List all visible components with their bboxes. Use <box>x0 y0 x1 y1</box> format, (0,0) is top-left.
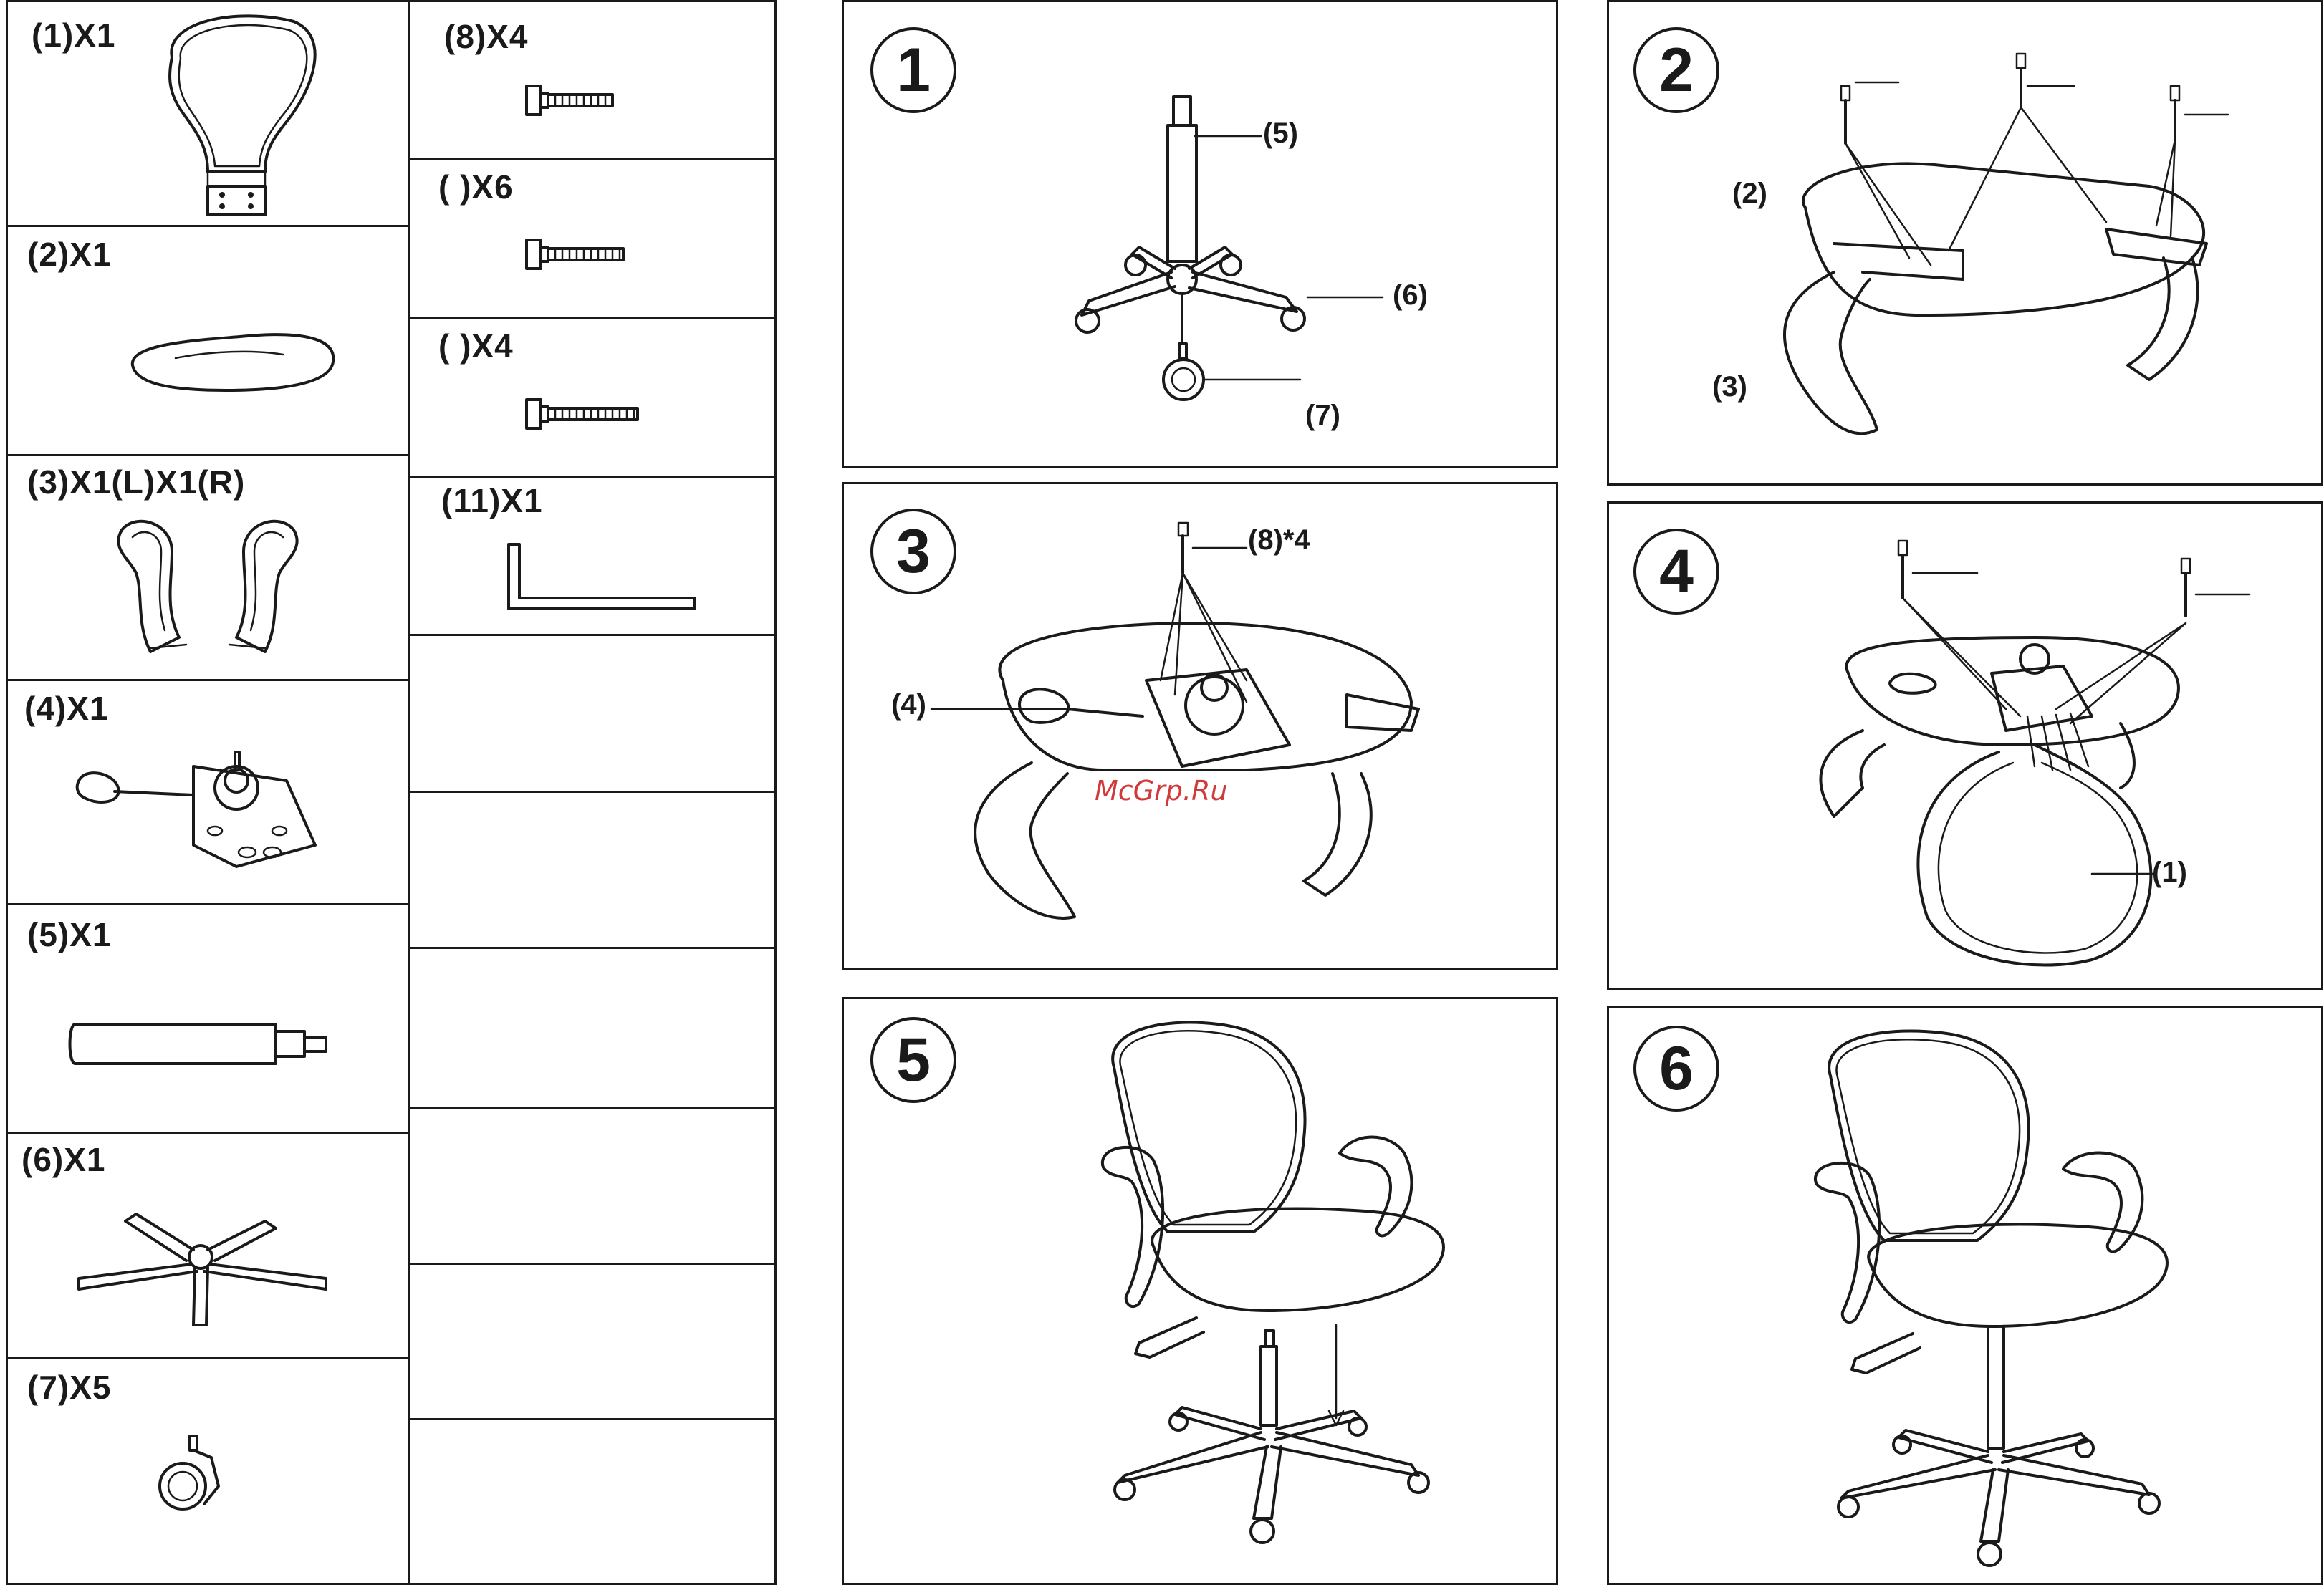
part-label-allen-key: (11)X1 <box>441 481 543 520</box>
backrest-icon <box>150 7 330 222</box>
callout-line <box>931 702 1075 716</box>
step-1-callout-gas-lift: (5) <box>1263 117 1298 150</box>
step-3-callout-bolts: (8)*4 <box>1248 524 1310 557</box>
part-label-base: (6)X1 <box>21 1140 105 1179</box>
seat-icon <box>125 322 340 401</box>
bolt-icon <box>523 233 630 276</box>
step-4-number: 4 <box>1633 529 1719 615</box>
seat-icon <box>1791 43 2257 451</box>
part-label-mechanism: (4)X1 <box>24 689 108 728</box>
step-6-number: 6 <box>1633 1026 1719 1112</box>
part-label-caster: (7)X5 <box>27 1368 111 1407</box>
part-label-bolt-8: (8)X4 <box>444 17 528 56</box>
row-divider <box>408 317 777 319</box>
part-label-bolt-10: ( )X4 <box>438 327 514 365</box>
mechanism-icon <box>960 516 1447 945</box>
row-divider <box>6 1357 408 1359</box>
step-1-callout-base: (6) <box>1393 279 1428 312</box>
part-label-seat: (2)X1 <box>27 235 111 274</box>
step-4-callout-backrest: (1) <box>2152 857 2187 889</box>
chair-icon <box>1096 1017 1469 1561</box>
caster-icon <box>150 1432 236 1518</box>
allen-key-icon <box>501 541 702 620</box>
row-divider <box>408 476 777 478</box>
part-label-armrests: (3)X1(L)X1(R) <box>27 463 245 501</box>
bolt-icon <box>523 79 623 122</box>
watermark: McGrp.Ru <box>1095 775 1227 806</box>
step-5-number: 5 <box>870 1017 956 1103</box>
step-3-number: 3 <box>870 509 956 594</box>
mechanism-icon <box>72 738 330 881</box>
row-divider <box>408 1107 777 1109</box>
step-2-callout-armrest: (3) <box>1712 371 1747 403</box>
backrest-icon <box>1820 530 2221 974</box>
base-icon <box>72 1210 337 1332</box>
chair-icon <box>1805 1026 2207 1570</box>
step-1-number: 1 <box>870 27 956 113</box>
row-divider <box>408 791 777 793</box>
row-divider <box>6 903 408 905</box>
armrest-icon <box>107 516 308 659</box>
row-divider <box>408 947 777 949</box>
gas-lift-icon <box>68 1010 340 1074</box>
step-3-callout-mechanism: (4) <box>891 689 926 721</box>
part-label-bolt-9: ( )X6 <box>438 168 514 206</box>
row-divider <box>408 1263 777 1265</box>
step-1-callout-caster: (7) <box>1305 400 1340 432</box>
part-label-gas-lift: (5)X1 <box>27 915 111 954</box>
row-divider <box>408 1418 777 1420</box>
row-divider <box>408 634 777 636</box>
row-divider <box>6 454 408 456</box>
row-divider <box>6 679 408 681</box>
step-2-callout-seat: (2) <box>1732 178 1767 210</box>
step-2-number: 2 <box>1633 27 1719 113</box>
bolt-icon <box>523 392 645 435</box>
row-divider <box>408 158 777 160</box>
row-divider <box>6 1132 408 1134</box>
row-divider <box>6 225 408 227</box>
part-label-backrest: (1)X1 <box>32 16 115 54</box>
